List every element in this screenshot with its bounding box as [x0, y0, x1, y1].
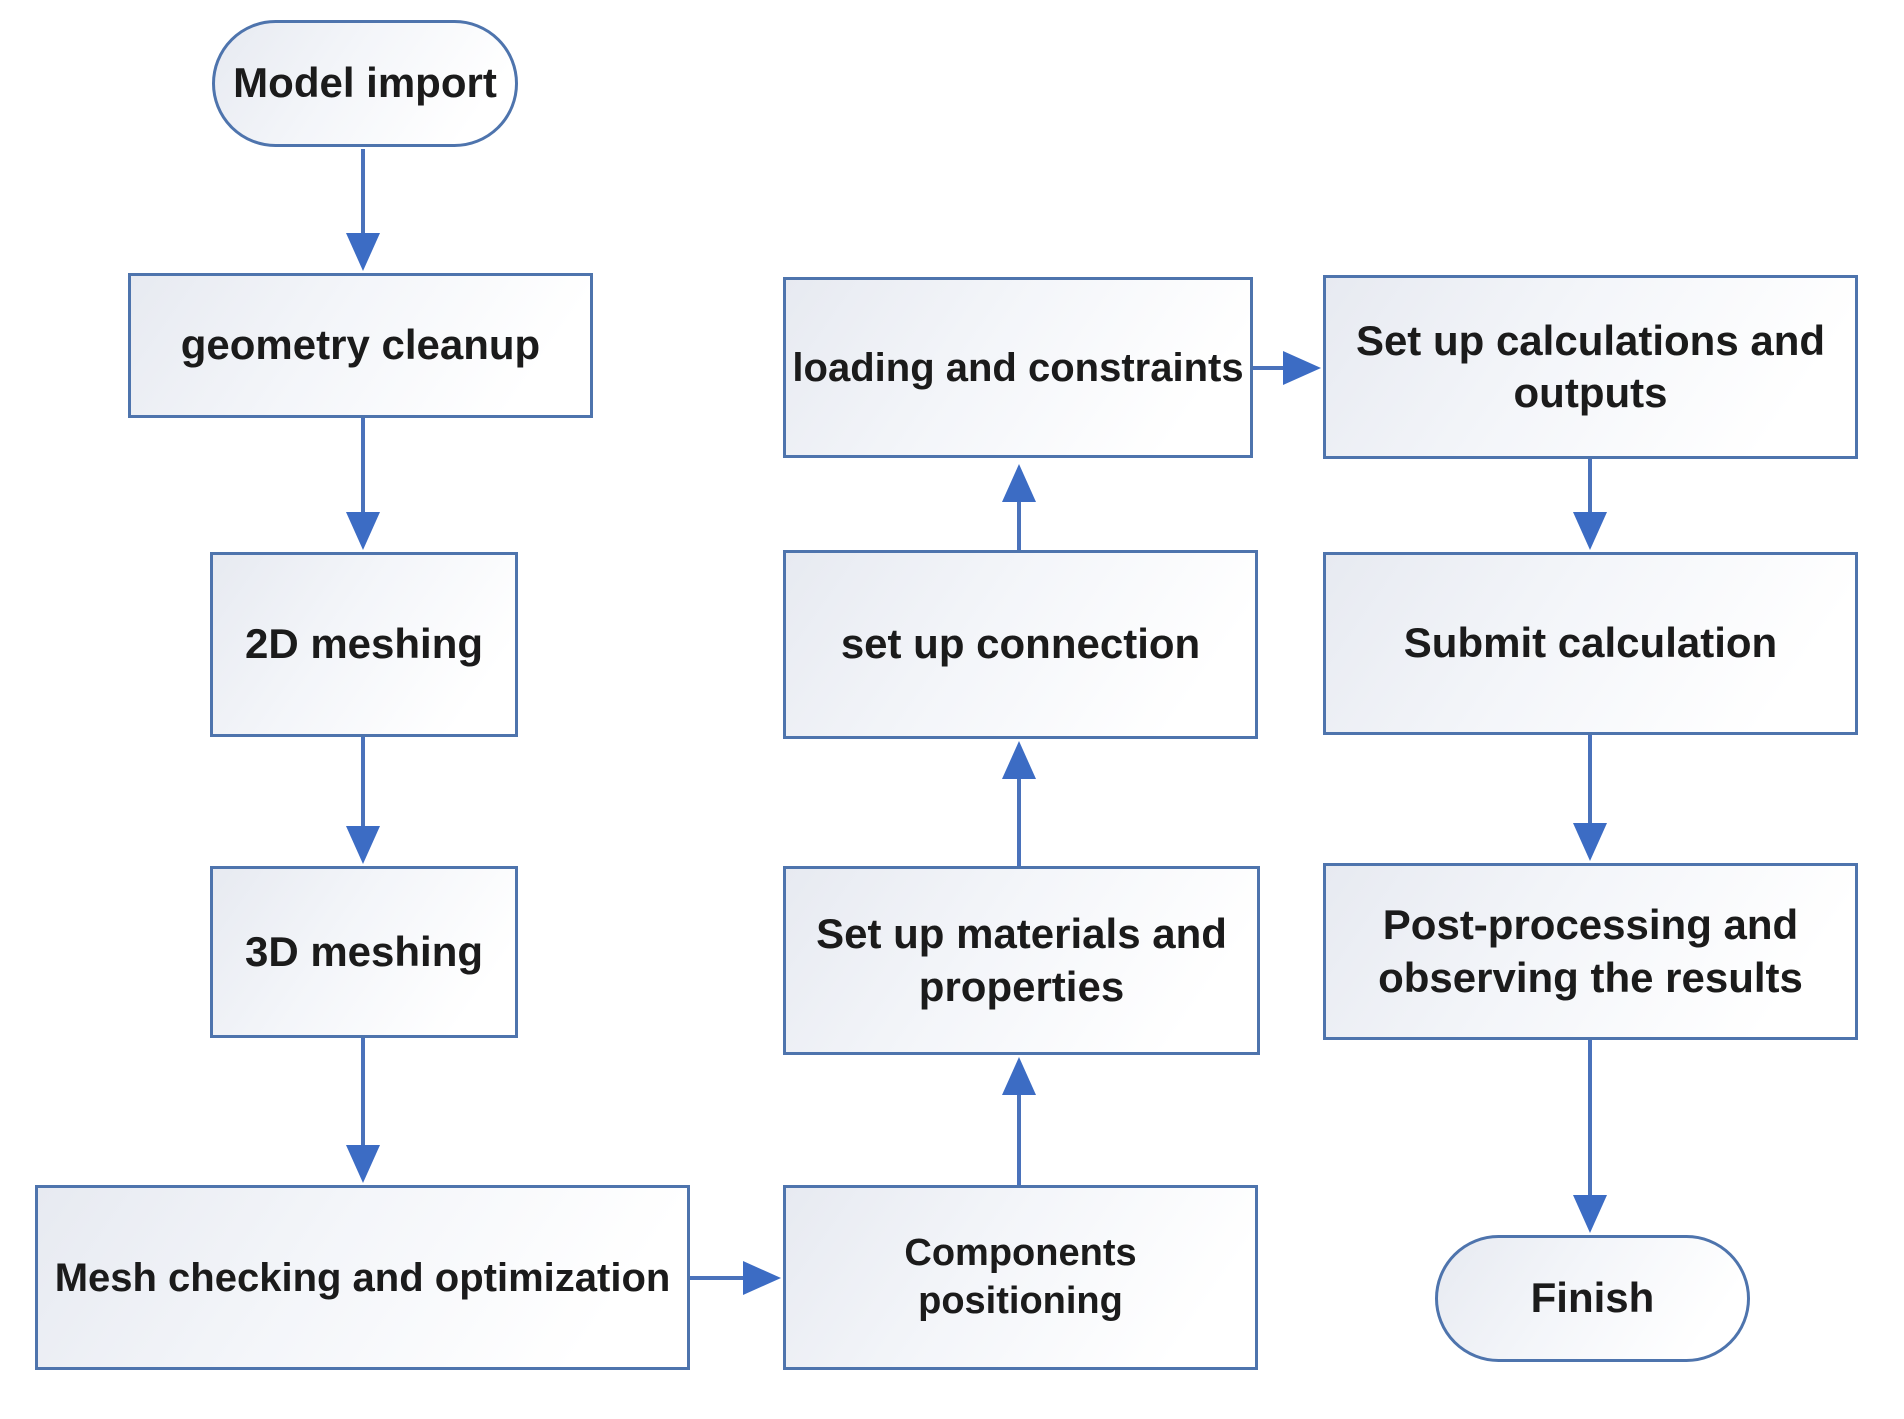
- node-set-up-connection-label: set up connection: [840, 620, 1201, 668]
- node-post-processing: Post-processing and observing the result…: [1323, 863, 1858, 1040]
- arrow-post-processing-to-finish: [1573, 1040, 1607, 1233]
- node-2d-meshing: 2D meshing: [210, 552, 518, 737]
- arrow-loading-constraints-to-calculations-outputs: [1253, 351, 1321, 385]
- node-components-positioning: Components positioning: [783, 1185, 1258, 1370]
- node-submit-calculation-label: Submit calculation: [1403, 619, 1778, 667]
- node-loading-constraints-label: loading and constraints: [792, 345, 1244, 390]
- node-3d-meshing-label: 3D meshing: [244, 927, 484, 975]
- node-mesh-checking-label: Mesh checking and optimization: [54, 1255, 671, 1300]
- node-calculations-outputs: Set up calculations and outputs: [1323, 275, 1858, 459]
- node-geometry-cleanup: geometry cleanup: [128, 273, 593, 418]
- arrow-mesh-checking-to-components-positioning: [690, 1261, 781, 1295]
- arrow-calculations-outputs-to-submit-calculation: [1573, 459, 1607, 550]
- node-calculations-outputs-label: Set up calculations and outputs: [1355, 316, 1837, 417]
- arrow-components-positioning-to-materials-properties: [1002, 1057, 1036, 1185]
- arrow-2d-meshing-to-3d-meshing: [346, 737, 380, 864]
- node-set-up-connection: set up connection: [783, 550, 1258, 739]
- node-materials-properties: Set up materials and properties: [783, 866, 1260, 1055]
- arrow-set-up-connection-to-loading-constraints: [1002, 464, 1036, 550]
- node-materials-properties-label: Set up materials and properties: [816, 910, 1239, 1010]
- arrow-3d-meshing-to-mesh-checking: [346, 1038, 380, 1183]
- node-mesh-checking: Mesh checking and optimization: [35, 1185, 690, 1370]
- node-loading-constraints: loading and constraints: [783, 277, 1253, 458]
- node-model-import-label: Model import: [233, 59, 497, 107]
- arrow-geometry-cleanup-to-2d-meshing: [346, 418, 380, 550]
- node-components-positioning-label: Components positioning: [904, 1232, 1158, 1322]
- node-2d-meshing-label: 2D meshing: [244, 620, 484, 668]
- node-submit-calculation: Submit calculation: [1323, 552, 1858, 735]
- arrow-submit-calculation-to-post-processing: [1573, 735, 1607, 861]
- node-model-import: Model import: [212, 20, 518, 147]
- node-post-processing-label: Post-processing and observing the result…: [1378, 901, 1810, 1001]
- node-geometry-cleanup-label: geometry cleanup: [180, 321, 541, 369]
- node-3d-meshing: 3D meshing: [210, 866, 518, 1038]
- arrow-materials-properties-to-set-up-connection: [1002, 741, 1036, 866]
- node-finish: Finish: [1435, 1235, 1750, 1362]
- node-finish-label: Finish: [1530, 1274, 1655, 1322]
- arrow-model-import-to-geometry-cleanup: [346, 149, 380, 271]
